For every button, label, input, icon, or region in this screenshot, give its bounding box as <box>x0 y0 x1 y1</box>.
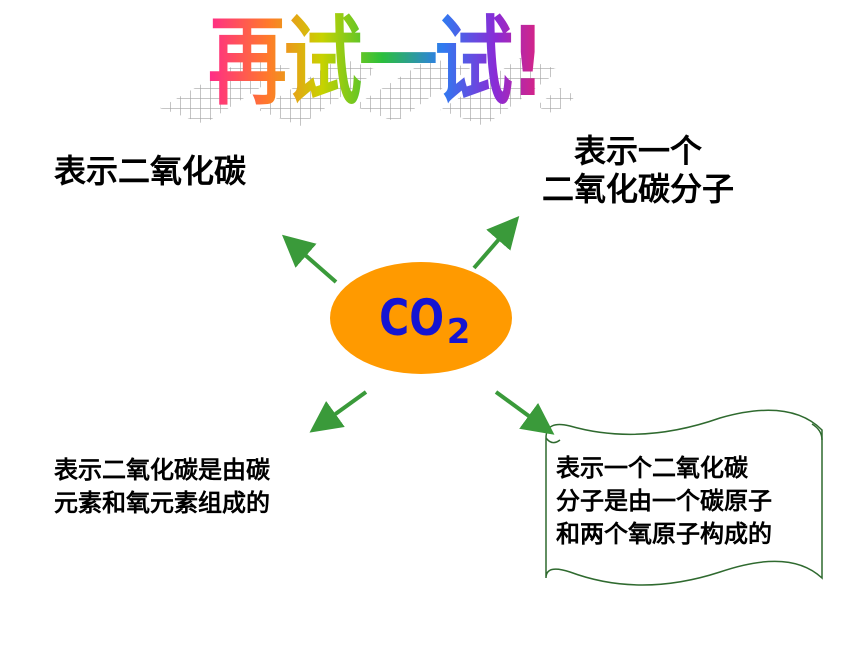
label-bottom-left-line2: 元素和氧元素组成的 <box>54 489 270 517</box>
label-top-right-line1: 表示一个 <box>573 132 702 170</box>
label-top-right-line2: 二氧化碳分子 <box>541 170 734 208</box>
scroll-shape <box>545 409 823 586</box>
center-ellipse <box>330 262 512 374</box>
title-wordart: 再试一试! <box>140 0 580 140</box>
arrow-top-right <box>472 215 520 270</box>
arrow-bottom-right <box>494 390 555 435</box>
label-top-right: 表示一个 二氧化碳分子 <box>520 132 756 208</box>
formula-subscript: 2 <box>446 312 471 352</box>
arrow-bottom-left <box>309 390 368 433</box>
label-bottom-left-line1: 表示二氧化碳是由碳 <box>54 456 270 484</box>
label-bottom-right-line3: 和两个氧原子构成的 <box>556 520 772 548</box>
title-shadow-grid <box>160 56 576 126</box>
label-bottom-right-line2: 分子是由一个碳原子 <box>556 487 772 515</box>
page-title: 再试一试! <box>208 2 546 122</box>
arrow-top-left <box>281 234 338 284</box>
label-top-left-text: 表示二氧化碳 <box>54 152 247 190</box>
label-bottom-left: 表示二氧化碳是由碳 元素和氧元素组成的 <box>54 454 270 520</box>
label-bottom-right-line1: 表示一个二氧化碳 <box>556 454 748 482</box>
label-top-left: 表示二氧化碳 <box>54 152 246 190</box>
formula-main: CO <box>378 289 444 347</box>
label-bottom-right: 表示一个二氧化碳 分子是由一个碳原子 和两个氧原子构成的 <box>556 452 772 551</box>
